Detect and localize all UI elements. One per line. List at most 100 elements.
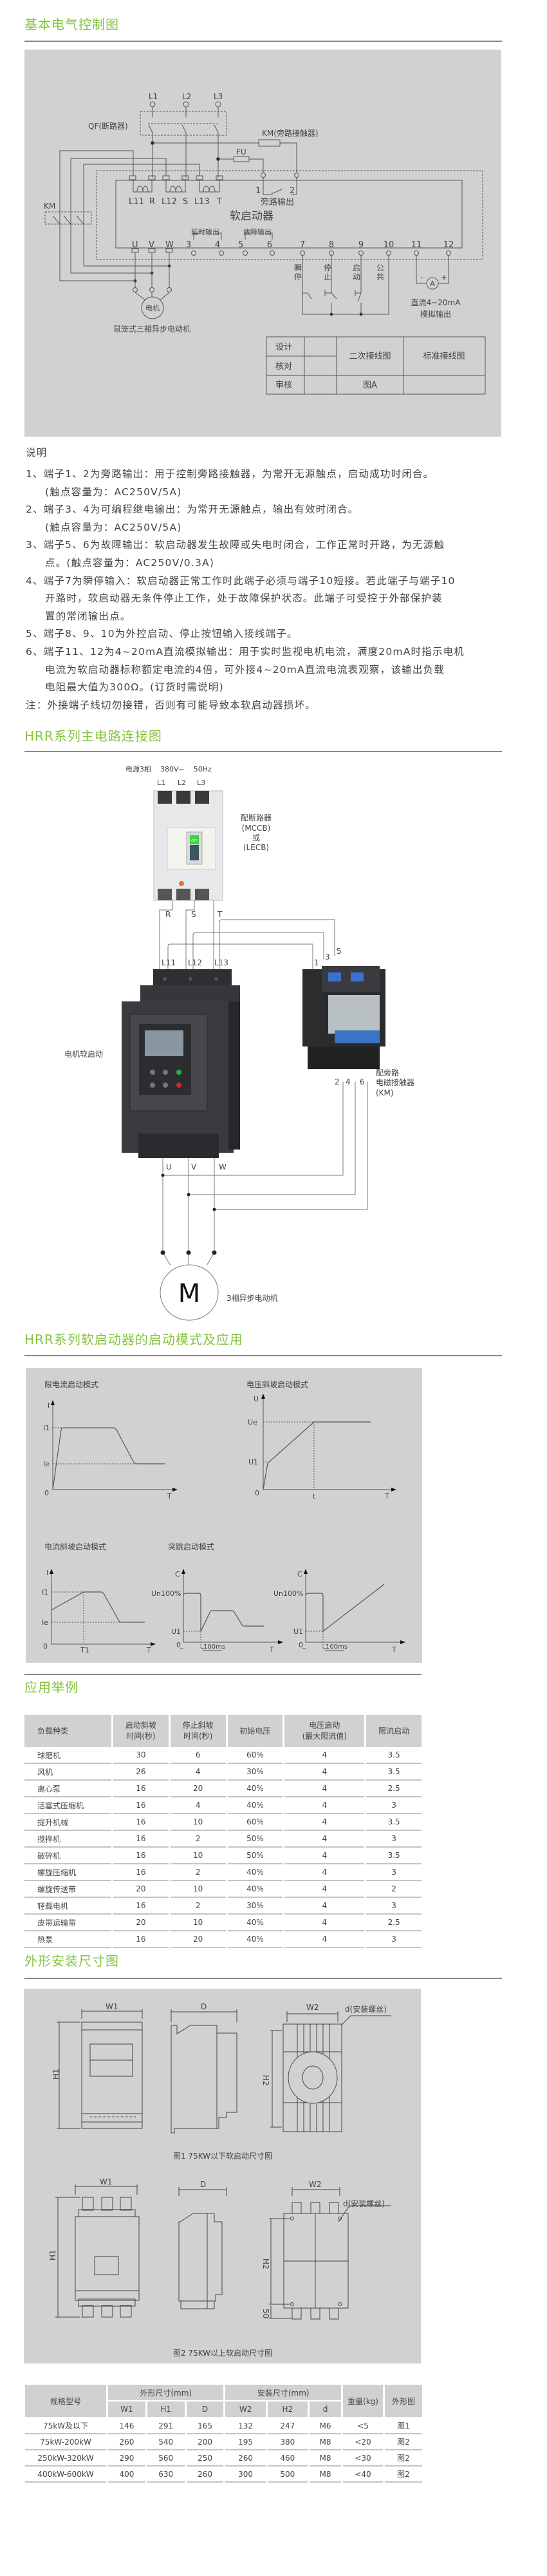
label-t: T bbox=[216, 197, 222, 207]
column-header: H1 bbox=[147, 2401, 185, 2418]
label-l11: L11 bbox=[129, 197, 144, 207]
section-title-dimensions: 外形安装尺寸图 bbox=[24, 1953, 119, 1969]
table-cell: 40% bbox=[227, 1931, 283, 1948]
table-cell: 400kW-600kW bbox=[25, 2467, 106, 2483]
column-header: H2 bbox=[267, 2401, 308, 2418]
column-header: 电压启动 (最大限流值) bbox=[284, 1715, 365, 1747]
table-cell: 165 bbox=[186, 2418, 224, 2434]
table-cell: 图2 bbox=[385, 2434, 422, 2450]
divider bbox=[24, 41, 502, 42]
axis-label: U1 bbox=[293, 1627, 303, 1636]
table-cell: M6 bbox=[310, 2418, 341, 2434]
table-cell: 16 bbox=[113, 1781, 169, 1797]
table-cell: 290 bbox=[108, 2450, 145, 2467]
axis-label: T bbox=[167, 1492, 172, 1501]
table-cell: 30 bbox=[113, 1747, 169, 1764]
note-line: 点。(触点容量为：AC250V/0.3A) bbox=[45, 556, 215, 569]
label-delay-output: 延时输出 bbox=[191, 227, 219, 236]
table-cell: 提升机械 bbox=[24, 1814, 111, 1831]
table-cell: 560 bbox=[147, 2450, 185, 2467]
table-cell: 630 bbox=[147, 2467, 185, 2483]
label-analog-output: 模拟输出 bbox=[420, 309, 451, 319]
table-cell: 250kW-320kW bbox=[25, 2450, 106, 2467]
table-cell: 300 bbox=[225, 2467, 266, 2483]
curve-kick-ramp bbox=[305, 1584, 385, 1633]
label-terminal: 4 bbox=[215, 240, 220, 250]
applications-table: 负载种类启动斜坡 时间(秒)停止斜坡 时间(秒)初始电压电压启动 (最大限流值)… bbox=[23, 1715, 423, 1948]
label-l12: L12 bbox=[188, 958, 202, 967]
label-v: V bbox=[149, 240, 154, 250]
table-cell: 195 bbox=[225, 2434, 266, 2450]
label-6: 6 bbox=[360, 1077, 365, 1086]
label-motor-desc: 鼠笼式三相异步电动机 bbox=[113, 324, 190, 334]
axis-label: C bbox=[175, 1570, 180, 1578]
table-cell: 132 bbox=[225, 2418, 266, 2434]
table-cell: 2.5 bbox=[366, 1781, 422, 1797]
axis-label: T bbox=[391, 1645, 396, 1654]
table-cell: 4 bbox=[284, 1781, 365, 1797]
table-cell: 轻载电机 bbox=[24, 1898, 111, 1915]
table-cell: 4 bbox=[170, 1797, 226, 1814]
axis-label: U1 bbox=[248, 1458, 258, 1466]
label-r: R bbox=[149, 197, 155, 207]
axis-label: T bbox=[269, 1645, 274, 1654]
table-cell: 离心泵 bbox=[24, 1781, 111, 1797]
table-cell: 460 bbox=[267, 2450, 308, 2467]
table-cell: 75kW-200kW bbox=[25, 2434, 106, 2450]
axis-label: 0 bbox=[176, 1641, 181, 1649]
table-cell: 图2 bbox=[385, 2450, 422, 2467]
axis-label: 100ms bbox=[326, 1643, 348, 1651]
table-cell: 热泵 bbox=[24, 1931, 111, 1948]
breaker-image: OFF bbox=[153, 790, 223, 901]
table-cell: 16 bbox=[113, 1797, 169, 1814]
table-cell: <40 bbox=[343, 2467, 383, 2483]
control-diagram bbox=[24, 50, 501, 437]
label-motor: 电机 bbox=[145, 303, 160, 312]
label-l3: L3 bbox=[214, 92, 223, 101]
table-cell: 2 bbox=[170, 1831, 226, 1848]
col-figure: 外形图 bbox=[385, 2385, 422, 2418]
section-title-applications: 应用举例 bbox=[24, 1680, 79, 1695]
table-cell: 搅拌机 bbox=[24, 1831, 111, 1848]
axis-label: 0 bbox=[299, 1641, 303, 1649]
label-w: W bbox=[219, 1162, 227, 1171]
breaker-label: 或 bbox=[252, 833, 260, 842]
section-title-control: 基本电气控制图 bbox=[24, 17, 119, 32]
column-header: 限流启动 bbox=[366, 1715, 422, 1747]
label-5: 5 bbox=[337, 947, 342, 956]
note-line: 6、端子11、12为4~20mA直流模拟输出：用于实时监视电机电流，满度20mA… bbox=[26, 645, 465, 658]
axis-label: T1 bbox=[80, 1646, 89, 1654]
label-terminal-2: 2 bbox=[290, 186, 295, 196]
table-cell: 4 bbox=[284, 1747, 365, 1764]
label-common: 公 bbox=[376, 263, 384, 272]
title-block-design: 设计 bbox=[275, 343, 292, 352]
table-cell: M8 bbox=[310, 2450, 341, 2467]
table-cell: 2 bbox=[170, 1898, 226, 1915]
label-terminal: 7 bbox=[300, 240, 305, 250]
table-cell: 3 bbox=[366, 1831, 422, 1848]
column-header: W1 bbox=[108, 2401, 145, 2418]
motor-desc: 3相异步电动机 bbox=[227, 1294, 278, 1303]
label-u: U bbox=[166, 1162, 172, 1171]
table-cell: 破碎机 bbox=[24, 1848, 111, 1864]
table-cell: 16 bbox=[113, 1864, 169, 1881]
axis-label: Ie bbox=[42, 1618, 48, 1627]
dimension-drawings: W1 H1 D W2 H2 d(安装螺丝) 图1 75KW以下软启动尺寸图 W1… bbox=[24, 1989, 421, 2363]
starter-label: 电机软启动 bbox=[64, 1050, 103, 1059]
axis-label: U1 bbox=[171, 1627, 181, 1636]
soft-starter-image bbox=[122, 969, 240, 1158]
table-cell: 60% bbox=[227, 1747, 283, 1764]
contactor-label: 配旁路 bbox=[376, 1068, 399, 1077]
label-analog-output: 直流4~20mA bbox=[411, 298, 461, 307]
table-cell: 2 bbox=[366, 1881, 422, 1898]
label-l2: L2 bbox=[182, 92, 191, 101]
table-cell: 146 bbox=[108, 2418, 145, 2434]
axis-label: Un100% bbox=[151, 1589, 181, 1598]
